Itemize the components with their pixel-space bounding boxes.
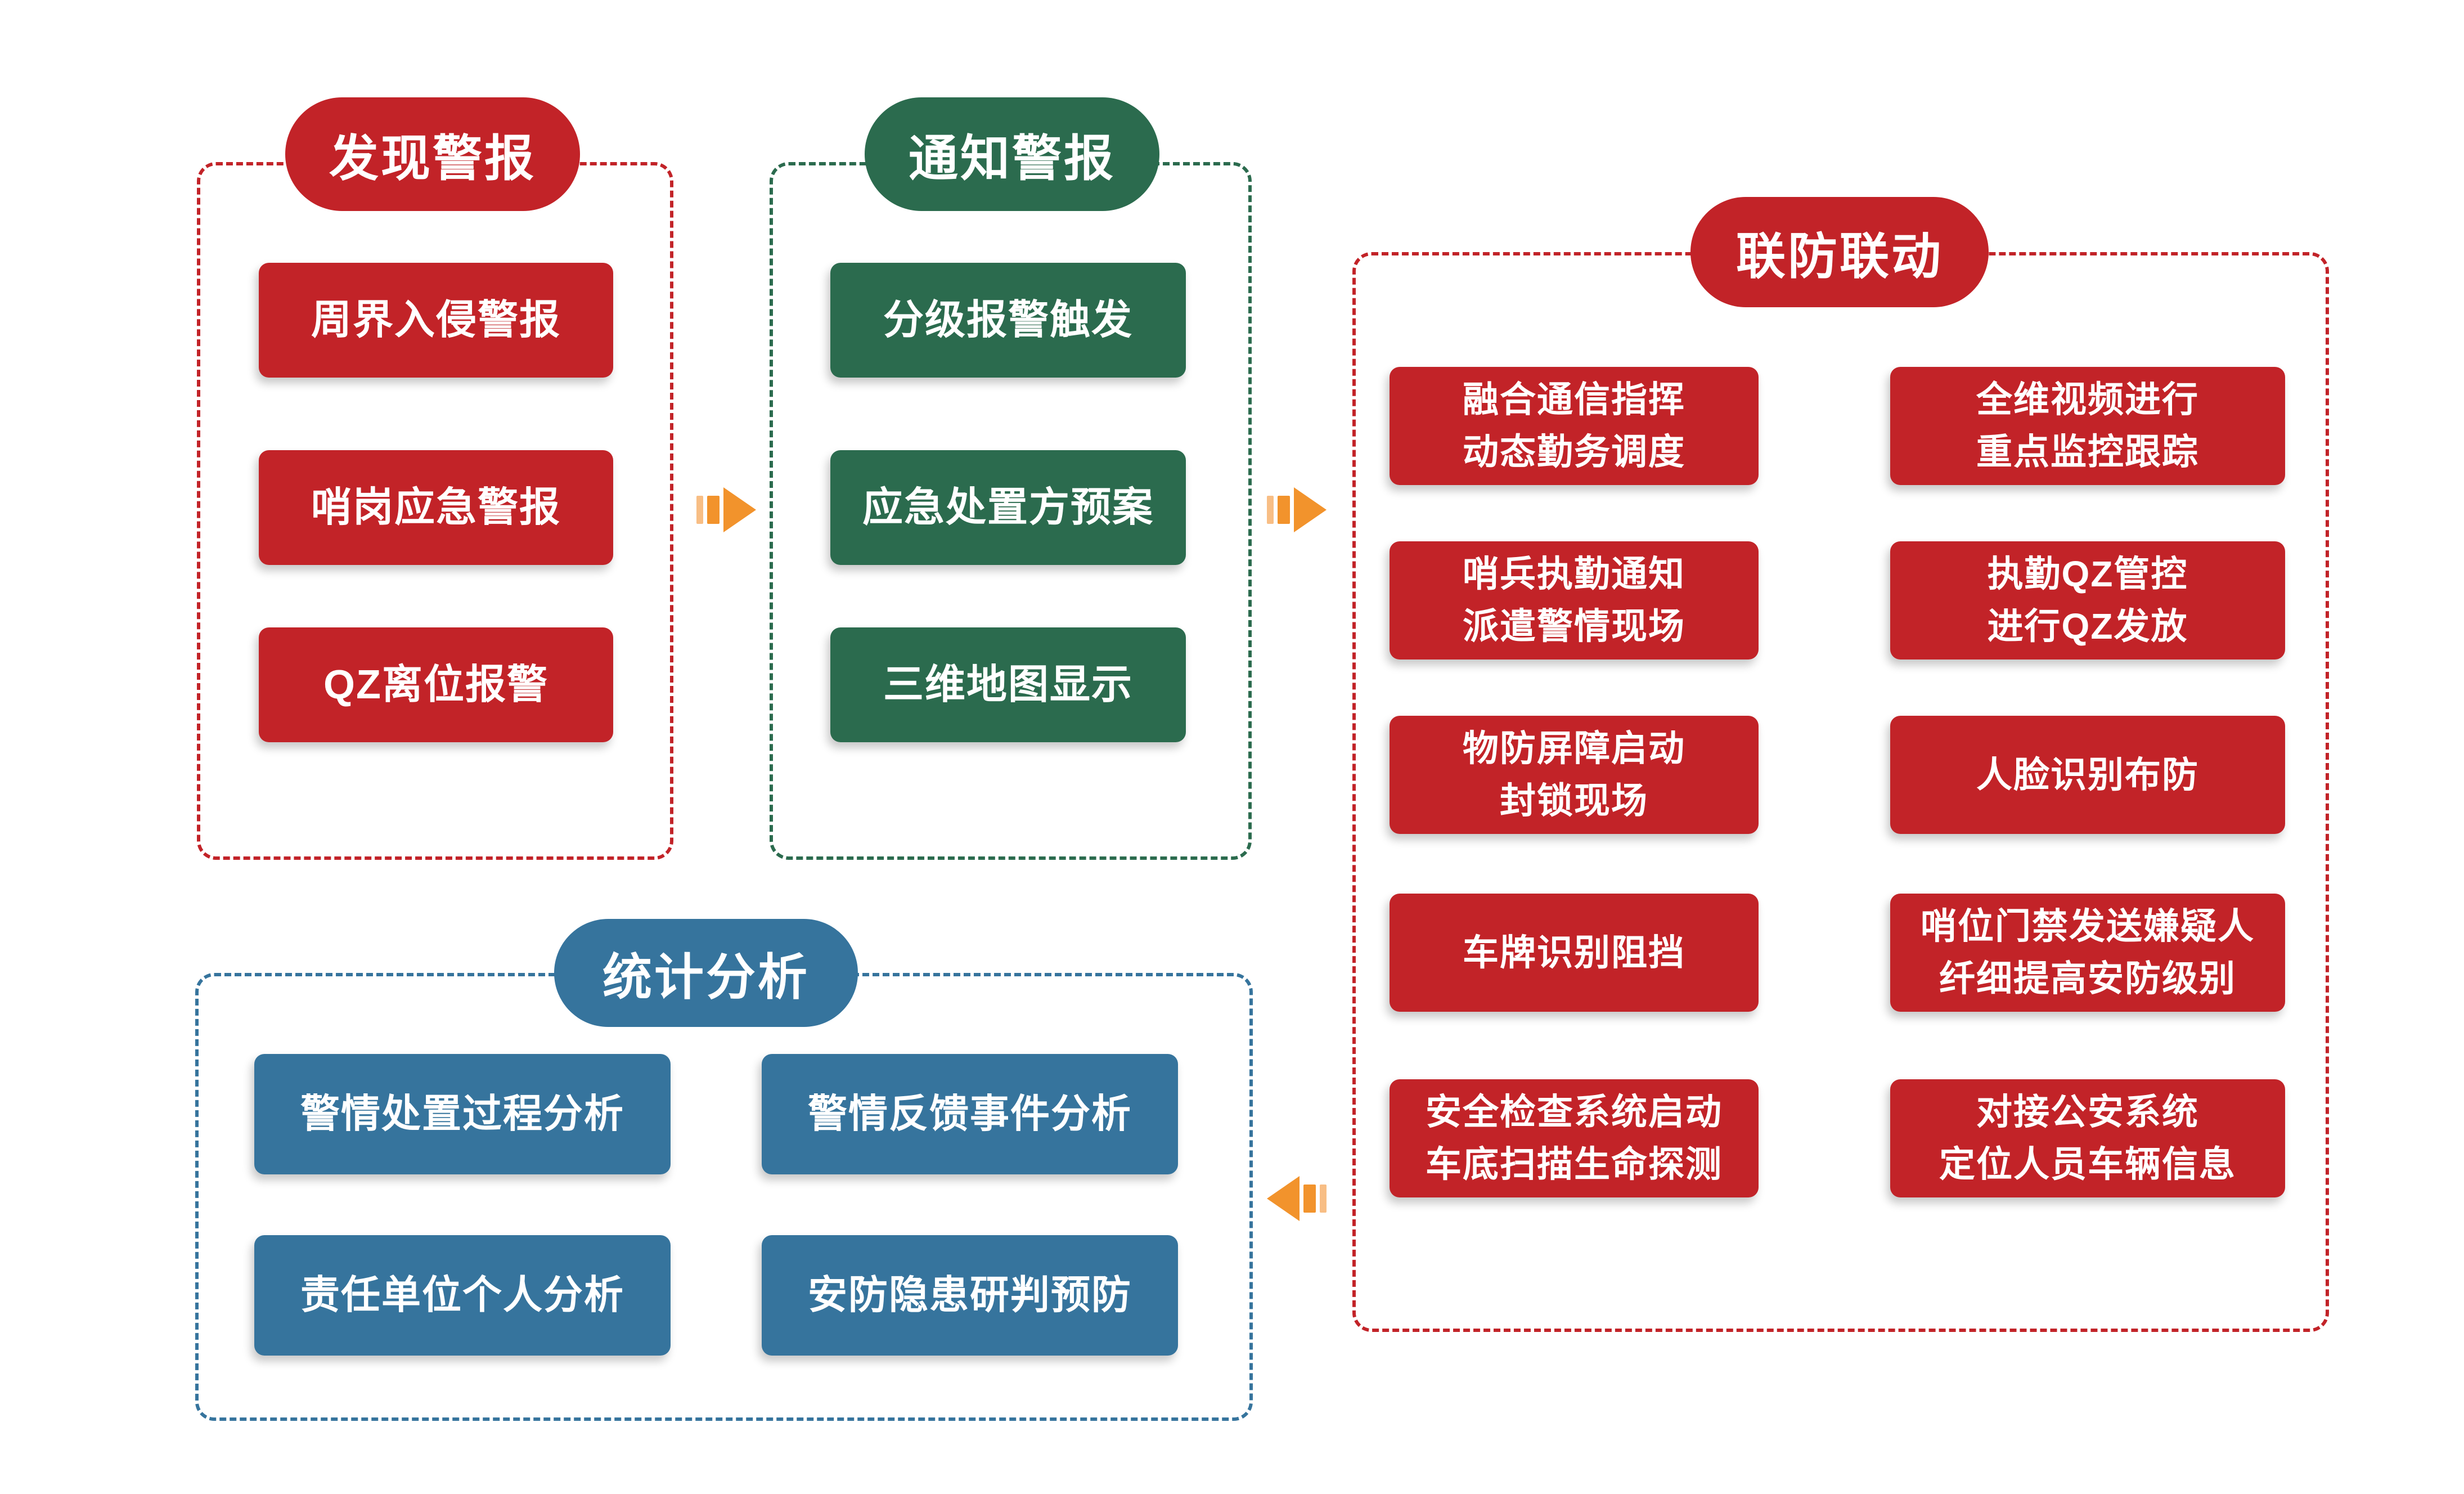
linkage-item-plate-recognition-block: 车牌识别阻挡 bbox=[1390, 894, 1759, 1012]
linkage-group-title-pill: 联防联动 bbox=[1690, 197, 1989, 307]
stats-item-feedback-event-analysis: 警情反馈事件分析 bbox=[762, 1054, 1178, 1174]
arrow-head-left-icon bbox=[1267, 1176, 1300, 1221]
stats-item-responsible-unit-person-analysis: 责任单位个人分析 bbox=[254, 1235, 671, 1356]
arrow-stripe-dark bbox=[1278, 496, 1290, 524]
stats-group-title-pill: 统计分析 bbox=[554, 919, 858, 1027]
arrow-stripe-dark bbox=[1303, 1185, 1316, 1213]
discover-item-qz-offposition: QZ离位报警 bbox=[259, 627, 613, 742]
linkage-group-title: 联防联动 bbox=[1735, 228, 1943, 284]
notify-item-emergency-plan: 应急处置方预案 bbox=[830, 450, 1186, 565]
linkage-item-security-check-underbody-scan: 安全检查系统启动 车底扫描生命探测 bbox=[1390, 1079, 1759, 1197]
arrow-head-right-icon bbox=[1294, 487, 1327, 532]
notify-group-title-pill: 通知警报 bbox=[865, 97, 1159, 211]
arrow-discover-to-notify bbox=[696, 487, 756, 532]
discover-group-title-pill: 发现警报 bbox=[285, 97, 580, 211]
discover-item-sentry-emergency: 哨岗应急警报 bbox=[259, 450, 613, 565]
notify-item-3d-map-display: 三维地图显示 bbox=[830, 627, 1186, 742]
discover-item-perimeter-intrusion: 周界入侵警报 bbox=[259, 263, 613, 378]
arrow-notify-to-linkage bbox=[1267, 487, 1327, 532]
arrow-stripe-light bbox=[696, 496, 703, 524]
linkage-item-duty-qz-control: 执勤QZ管控 进行QZ发放 bbox=[1890, 541, 2285, 659]
linkage-item-police-system-locate: 对接公安系统 定位人员车辆信息 bbox=[1890, 1079, 2285, 1197]
notify-item-graded-alarm-trigger: 分级报警触发 bbox=[830, 263, 1186, 378]
linkage-item-omni-video-tracking: 全维视频进行 重点监控跟踪 bbox=[1890, 367, 2285, 485]
notify-group-title: 通知警报 bbox=[908, 130, 1116, 186]
arrow-stripe-light bbox=[1267, 496, 1274, 524]
linkage-item-physical-barrier-lockdown: 物防屏障启动 封锁现场 bbox=[1390, 716, 1759, 834]
arrow-stripe-dark bbox=[707, 496, 720, 524]
linkage-item-sentry-access-suspect-alert: 哨位门禁发送嫌疑人 纤细提高安防级别 bbox=[1890, 894, 2285, 1012]
stats-group-title: 统计分析 bbox=[602, 949, 810, 1005]
linkage-item-face-recognition-deploy: 人脸识别布防 bbox=[1890, 716, 2285, 834]
arrow-head-right-icon bbox=[723, 487, 756, 532]
arrow-stripe-light bbox=[1320, 1185, 1327, 1213]
linkage-item-fused-comms-dispatch: 融合通信指挥 动态勤务调度 bbox=[1390, 367, 1759, 485]
linkage-item-sentry-duty-notice: 哨兵执勤通知 派遣警情现场 bbox=[1390, 541, 1759, 659]
stats-item-handling-process-analysis: 警情处置过程分析 bbox=[254, 1054, 671, 1174]
arrow-linkage-to-stats bbox=[1267, 1176, 1327, 1221]
discover-group-title: 发现警报 bbox=[329, 130, 536, 186]
stats-item-hidden-danger-prediction: 安防隐患研判预防 bbox=[762, 1235, 1178, 1356]
